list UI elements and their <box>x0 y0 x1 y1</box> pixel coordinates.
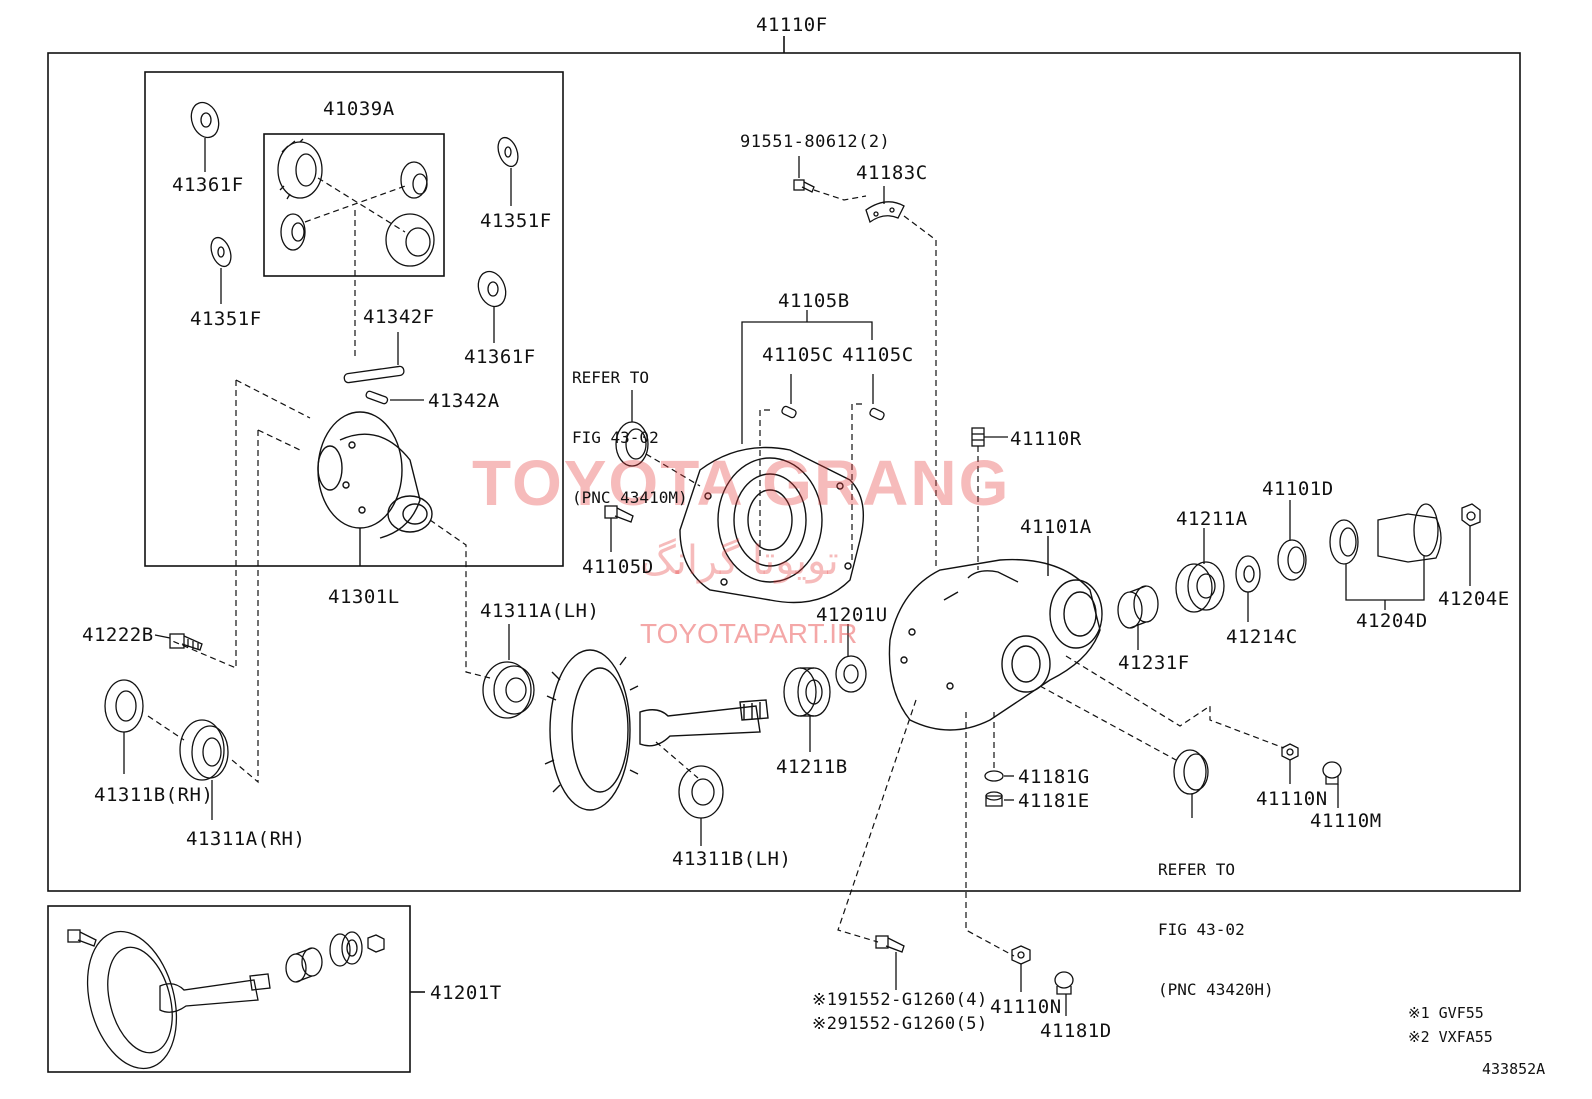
part-label: 41105B <box>778 290 850 312</box>
part-label: 41201U <box>816 604 888 626</box>
bolt-91552 <box>875 935 905 990</box>
part-label: 41039A <box>323 98 395 120</box>
washer-41311B-LH <box>678 765 724 846</box>
pin-41105C-left <box>781 374 797 419</box>
nut-41204E <box>1461 503 1481 586</box>
part-label: 41211B <box>776 756 848 778</box>
part-label: 41342A <box>428 390 500 412</box>
part-label: 41311A(LH) <box>480 600 600 622</box>
part-label: 41105C <box>762 344 834 366</box>
pin-41342F <box>343 332 405 384</box>
refer-note-43420H: REFER TO FIG 43-02 (PNC 43420H) <box>1158 860 1274 999</box>
oil-seal-ref-43420H <box>1173 749 1209 818</box>
part-label: 41311A(RH) <box>186 828 306 850</box>
part-label: 41101D <box>1262 478 1334 500</box>
flange-41204D <box>1329 503 1442 610</box>
part-label: ※291552-G1260(5) <box>812 1014 988 1034</box>
part-label: 41231F <box>1118 652 1190 674</box>
part-label: 41351F <box>190 308 262 330</box>
part-label: 41201T <box>430 982 502 1004</box>
gear-set-drawing <box>277 138 435 267</box>
part-label: 91551-80612(2) <box>740 132 891 152</box>
watermark-url: TOYOTAPART.IR <box>640 618 858 649</box>
part-label: 41181D <box>1040 1020 1112 1042</box>
carrier-housing-41101A <box>888 536 1103 731</box>
washer-41361F-top <box>190 101 220 172</box>
gasket-41181G <box>984 770 1014 782</box>
legend-item: ※2 VXFA55 <box>1408 1028 1493 1046</box>
part-label: 41214C <box>1226 626 1298 648</box>
pin-41342A <box>365 390 424 405</box>
refer-note-43410M: REFER TO FIG 43-02 (PNC 43410M) <box>572 368 688 507</box>
title-part-label: 41110F <box>756 14 828 36</box>
part-label: 41105C <box>842 344 914 366</box>
bearing-41211A <box>1175 528 1225 613</box>
cover-41105B-drawing <box>679 446 865 604</box>
part-label: 41311B(RH) <box>94 784 214 806</box>
washer-41351F-right <box>497 136 519 206</box>
bolt-91551 <box>793 156 815 193</box>
part-label: 41110R <box>1010 428 1082 450</box>
bearing-41211B <box>783 667 831 752</box>
bracket-41183C <box>865 186 905 224</box>
part-label: 41101A <box>1020 516 1092 538</box>
part-label: 41181G <box>1018 766 1090 788</box>
part-label: 41351F <box>480 210 552 232</box>
bolt-41105D <box>604 505 634 552</box>
part-label: 41105D <box>582 556 654 578</box>
part-label: 41222B <box>82 624 154 646</box>
part-label: 41110M <box>1310 810 1382 832</box>
part-label: 41311B(LH) <box>672 848 792 870</box>
watermark-persian: تویوتا گرانگ <box>640 538 839 584</box>
part-label: 41204D <box>1356 610 1428 632</box>
oil-seal-ref-43410M <box>615 390 649 467</box>
part-label: 41110N <box>1256 788 1328 810</box>
part-label: 41301L <box>328 586 400 608</box>
part-label: 41361F <box>464 346 536 368</box>
part-label: 41342F <box>363 306 435 328</box>
seal-41231F <box>1117 585 1159 650</box>
ring-gear-kit-drawing <box>67 929 385 1070</box>
part-label: 41110N <box>990 996 1062 1018</box>
ring-pinion-gear-drawing <box>544 649 769 811</box>
diagram-id: 433852A <box>1482 1060 1546 1078</box>
part-label: ※191552-G1260(4) <box>812 990 988 1010</box>
pin-41105C-right <box>869 374 885 421</box>
part-label: 41211A <box>1176 508 1248 530</box>
spacer-41201U <box>835 624 867 693</box>
bolt-41181D <box>1054 971 1074 1016</box>
nut-41110N-bottom <box>1011 945 1031 992</box>
washer-41351F-left <box>210 236 232 304</box>
part-label: 41361F <box>172 174 244 196</box>
bolt-41110M <box>1322 761 1342 808</box>
part-label: 41204E <box>1438 588 1510 610</box>
part-label: 41181E <box>1018 790 1090 812</box>
diff-case-box <box>144 71 564 567</box>
seal-41101D <box>1277 500 1307 581</box>
bearing-41311A-RH <box>179 719 229 820</box>
bearing-41311A-LH <box>482 624 535 719</box>
watermark-main: TOYOTA GRANG <box>472 447 1011 519</box>
ring-gear-kit-box <box>47 905 411 1073</box>
plug-41181E <box>985 791 1014 807</box>
legend-item: ※1 GVF55 <box>1408 1004 1484 1022</box>
part-label: 41183C <box>856 162 928 184</box>
bolt-41222B <box>154 633 203 651</box>
breather-41110R <box>971 427 1008 447</box>
nut-41110N-right <box>1281 743 1299 784</box>
washer-41361F-right <box>477 270 507 343</box>
differential-case-drawing <box>317 411 433 566</box>
pinion-kit-box <box>263 133 445 277</box>
washer-41214C <box>1235 555 1261 622</box>
oil-seal-41311B-RH <box>104 679 144 774</box>
